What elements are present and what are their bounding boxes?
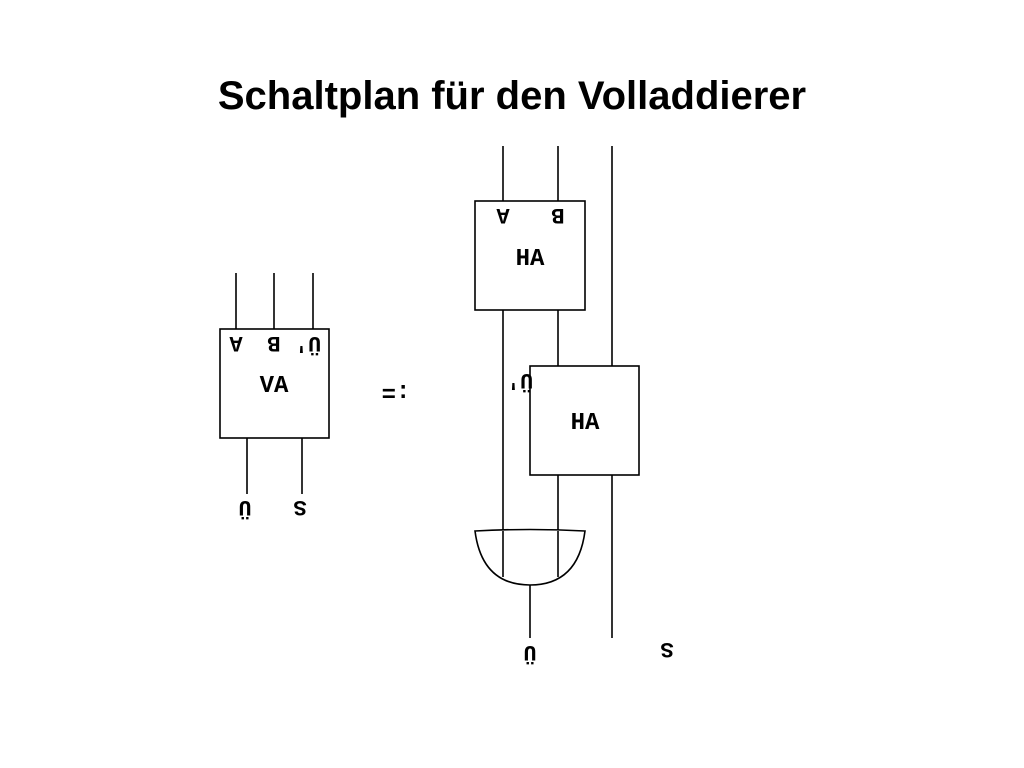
page-title: Schaltplan für den Volladdierer [217, 74, 807, 118]
assign-symbol: := [382, 377, 411, 404]
va-input-label-b: B [267, 330, 280, 355]
va-block-name: VA [260, 373, 289, 400]
ha-bottom-carry-label: Ü' [507, 367, 533, 393]
va-input-label-a: A [229, 330, 243, 355]
output-label-sum: S [660, 636, 673, 661]
ha-circuit-group: HA A B HA Ü' Ü S [474, 146, 674, 665]
ha-top-block-name: HA [516, 246, 545, 273]
ha-top-input-label-b: B [551, 202, 564, 227]
ha-top-block [474, 200, 586, 311]
ha-bottom-block-name: HA [571, 410, 600, 437]
va-input-label-carry: Ü' [295, 330, 321, 356]
va-output-label-carry: Ü [238, 494, 251, 520]
ha-bottom-block [529, 365, 640, 476]
or-gate [474, 528, 586, 586]
ha-top-input-label-a: A [496, 202, 510, 227]
va-block [219, 328, 330, 439]
output-label-carry: Ü [523, 639, 536, 665]
va-block-group: VA A B Ü' Ü S [219, 273, 330, 520]
va-output-label-sum: S [293, 494, 306, 519]
